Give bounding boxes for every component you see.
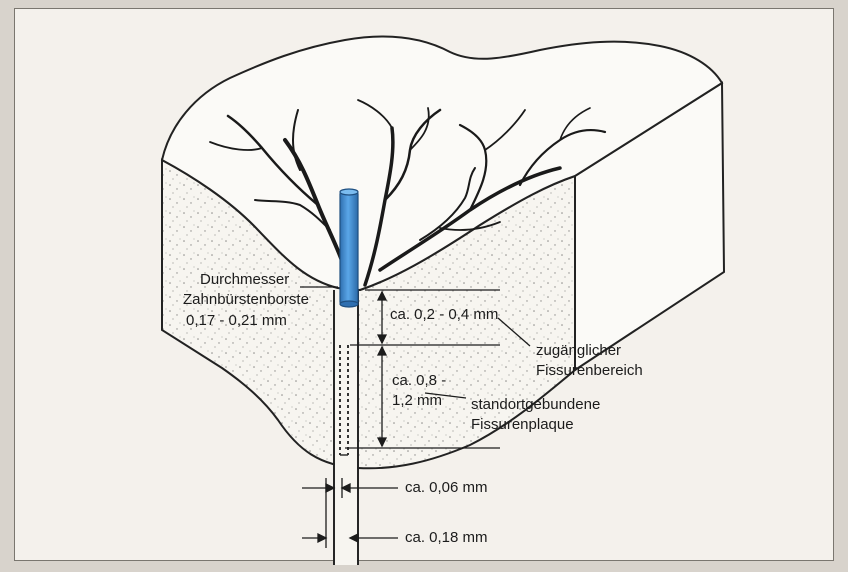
label-depth-plaque-2: 1,2 mm (392, 392, 442, 410)
label-width-outer: ca. 0,18 mm (405, 529, 488, 547)
label-width-inner: ca. 0,06 mm (405, 479, 488, 497)
fissure-channel (334, 290, 358, 565)
label-region-plaque-2: Fissurenplaque (471, 416, 574, 434)
label-region-accessible-2: Fissurenbereich (536, 362, 643, 380)
label-diameter-3: 0,17 - 0,21 mm (186, 312, 287, 330)
label-depth-accessible: ca. 0,2 - 0,4 mm (390, 306, 498, 324)
label-diameter-1: Durchmesser (200, 271, 289, 289)
label-region-plaque-1: standortgebundene (471, 396, 600, 414)
label-diameter-2: Zahnbürstenborste (183, 291, 309, 309)
toothbrush-bristle (340, 189, 358, 307)
label-region-accessible-1: zugänglicher (536, 342, 621, 360)
label-depth-plaque-1: ca. 0,8 - (392, 372, 446, 390)
